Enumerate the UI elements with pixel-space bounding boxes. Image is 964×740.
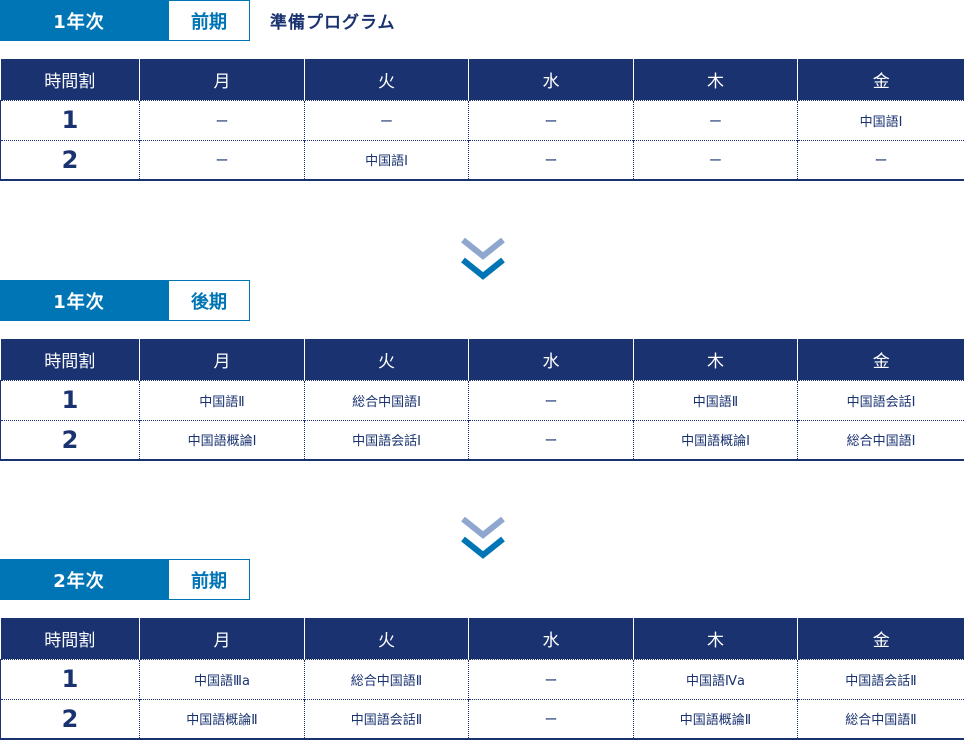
class-cell: 中国語概論Ⅰ bbox=[634, 420, 798, 460]
year-label: 1年次 bbox=[0, 280, 168, 321]
column-header: 火 bbox=[305, 59, 469, 100]
column-header: 時間割 bbox=[1, 59, 140, 100]
class-cell: 中国語Ⅳa bbox=[634, 659, 798, 699]
period-number: 2 bbox=[1, 699, 140, 739]
class-cell: ー bbox=[469, 100, 634, 140]
column-header: 木 bbox=[634, 59, 798, 100]
section-title-bar: 1年次 後期 bbox=[0, 280, 964, 321]
class-cell: 総合中国語Ⅱ bbox=[798, 699, 964, 739]
class-cell: ー bbox=[469, 420, 634, 460]
class-cell: ー bbox=[469, 380, 634, 420]
class-cell: ー bbox=[469, 659, 634, 699]
class-cell: 総合中国語Ⅰ bbox=[798, 420, 964, 460]
column-header: 月 bbox=[140, 339, 305, 380]
year-label: 2年次 bbox=[0, 559, 168, 600]
column-header: 水 bbox=[469, 339, 634, 380]
class-cell: ー bbox=[798, 140, 964, 180]
class-cell: 中国語Ⅱ bbox=[140, 380, 305, 420]
term-label: 後期 bbox=[168, 280, 250, 321]
header-row: 時間割月火水木金 bbox=[1, 59, 964, 100]
column-header: 火 bbox=[305, 339, 469, 380]
class-cell: 中国語概論Ⅰ bbox=[140, 420, 305, 460]
term-label: 前期 bbox=[168, 0, 250, 41]
period-number: 1 bbox=[1, 100, 140, 140]
column-header: 時間割 bbox=[1, 618, 140, 659]
column-header: 月 bbox=[140, 59, 305, 100]
section-title-bar: 1年次 前期 準備プログラム bbox=[0, 0, 964, 41]
class-cell: 総合中国語Ⅱ bbox=[305, 659, 469, 699]
class-cell: 中国語会話Ⅰ bbox=[798, 380, 964, 420]
class-cell: ー bbox=[469, 699, 634, 739]
double-chevron-down-icon bbox=[461, 238, 505, 280]
header-row: 時間割月火水木金 bbox=[1, 618, 964, 659]
column-header: 水 bbox=[469, 618, 634, 659]
column-header: 金 bbox=[798, 339, 964, 380]
term-label: 前期 bbox=[168, 559, 250, 600]
class-cell: 中国語概論Ⅱ bbox=[140, 699, 305, 739]
column-header: 月 bbox=[140, 618, 305, 659]
class-cell: 中国語Ⅰ bbox=[305, 140, 469, 180]
period-number: 1 bbox=[1, 659, 140, 699]
column-header: 時間割 bbox=[1, 339, 140, 380]
header-row: 時間割月火水木金 bbox=[1, 339, 964, 380]
class-cell: ー bbox=[305, 100, 469, 140]
column-header: 火 bbox=[305, 618, 469, 659]
class-cell: 中国語Ⅰ bbox=[798, 100, 964, 140]
class-cell: ー bbox=[469, 140, 634, 180]
class-cell: 中国語概論Ⅱ bbox=[634, 699, 798, 739]
class-cell: 総合中国語Ⅰ bbox=[305, 380, 469, 420]
class-cell: 中国語会話Ⅱ bbox=[305, 699, 469, 739]
program-label: 準備プログラム bbox=[270, 8, 396, 33]
column-header: 木 bbox=[634, 618, 798, 659]
period-number: 2 bbox=[1, 140, 140, 180]
column-header: 木 bbox=[634, 339, 798, 380]
column-header: 金 bbox=[798, 618, 964, 659]
section-title-bar: 2年次 前期 bbox=[0, 559, 964, 600]
class-cell: 中国語Ⅱ bbox=[634, 380, 798, 420]
period-number: 1 bbox=[1, 380, 140, 420]
class-cell: ー bbox=[140, 100, 305, 140]
class-cell: 中国語Ⅲa bbox=[140, 659, 305, 699]
column-header: 水 bbox=[469, 59, 634, 100]
year-label: 1年次 bbox=[0, 0, 168, 41]
double-chevron-down-icon bbox=[461, 517, 505, 559]
class-cell: 中国語会話Ⅱ bbox=[798, 659, 964, 699]
column-header: 金 bbox=[798, 59, 964, 100]
period-number: 2 bbox=[1, 420, 140, 460]
class-cell: ー bbox=[140, 140, 305, 180]
class-cell: 中国語会話Ⅰ bbox=[305, 420, 469, 460]
class-cell: ー bbox=[634, 140, 798, 180]
class-cell: ー bbox=[634, 100, 798, 140]
